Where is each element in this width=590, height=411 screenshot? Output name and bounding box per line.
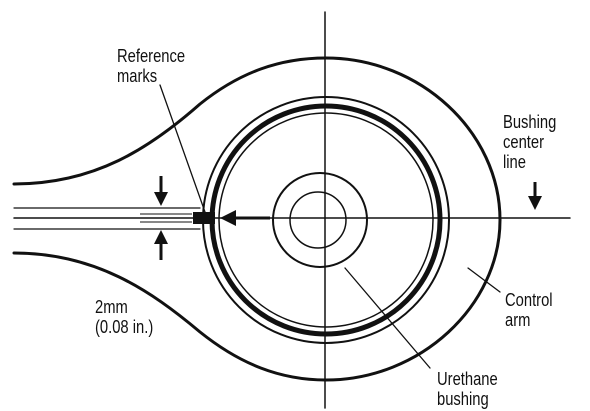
reference-mark	[193, 212, 215, 224]
inner-sleeve-ring	[272, 172, 368, 268]
urethane-bushing-label: Urethane bushing	[437, 369, 498, 409]
bushing-center-line-label: Bushing center line	[503, 112, 557, 172]
reference-marks-leader	[159, 84, 206, 213]
center-line-arrow	[528, 182, 542, 210]
control-arm-outline-lower	[12, 218, 502, 382]
measurement-arrow-up	[154, 230, 168, 260]
bushing-outer-ring	[209, 103, 443, 337]
control-arm-leader	[467, 267, 501, 293]
control-arm-outline-upper	[12, 56, 502, 222]
bushing-inner-ring	[218, 112, 434, 328]
urethane-bushing-leader	[344, 267, 431, 369]
outer-sleeve-ring	[202, 96, 450, 344]
control-arm-label: Control arm	[505, 290, 553, 330]
reference-marks-label: Reference marks	[117, 46, 186, 86]
measurement-label: 2mm (0.08 in.)	[95, 297, 154, 337]
measurement-arrow-down	[154, 176, 168, 206]
reference-arrow	[220, 210, 270, 226]
center-bore	[289, 191, 347, 249]
